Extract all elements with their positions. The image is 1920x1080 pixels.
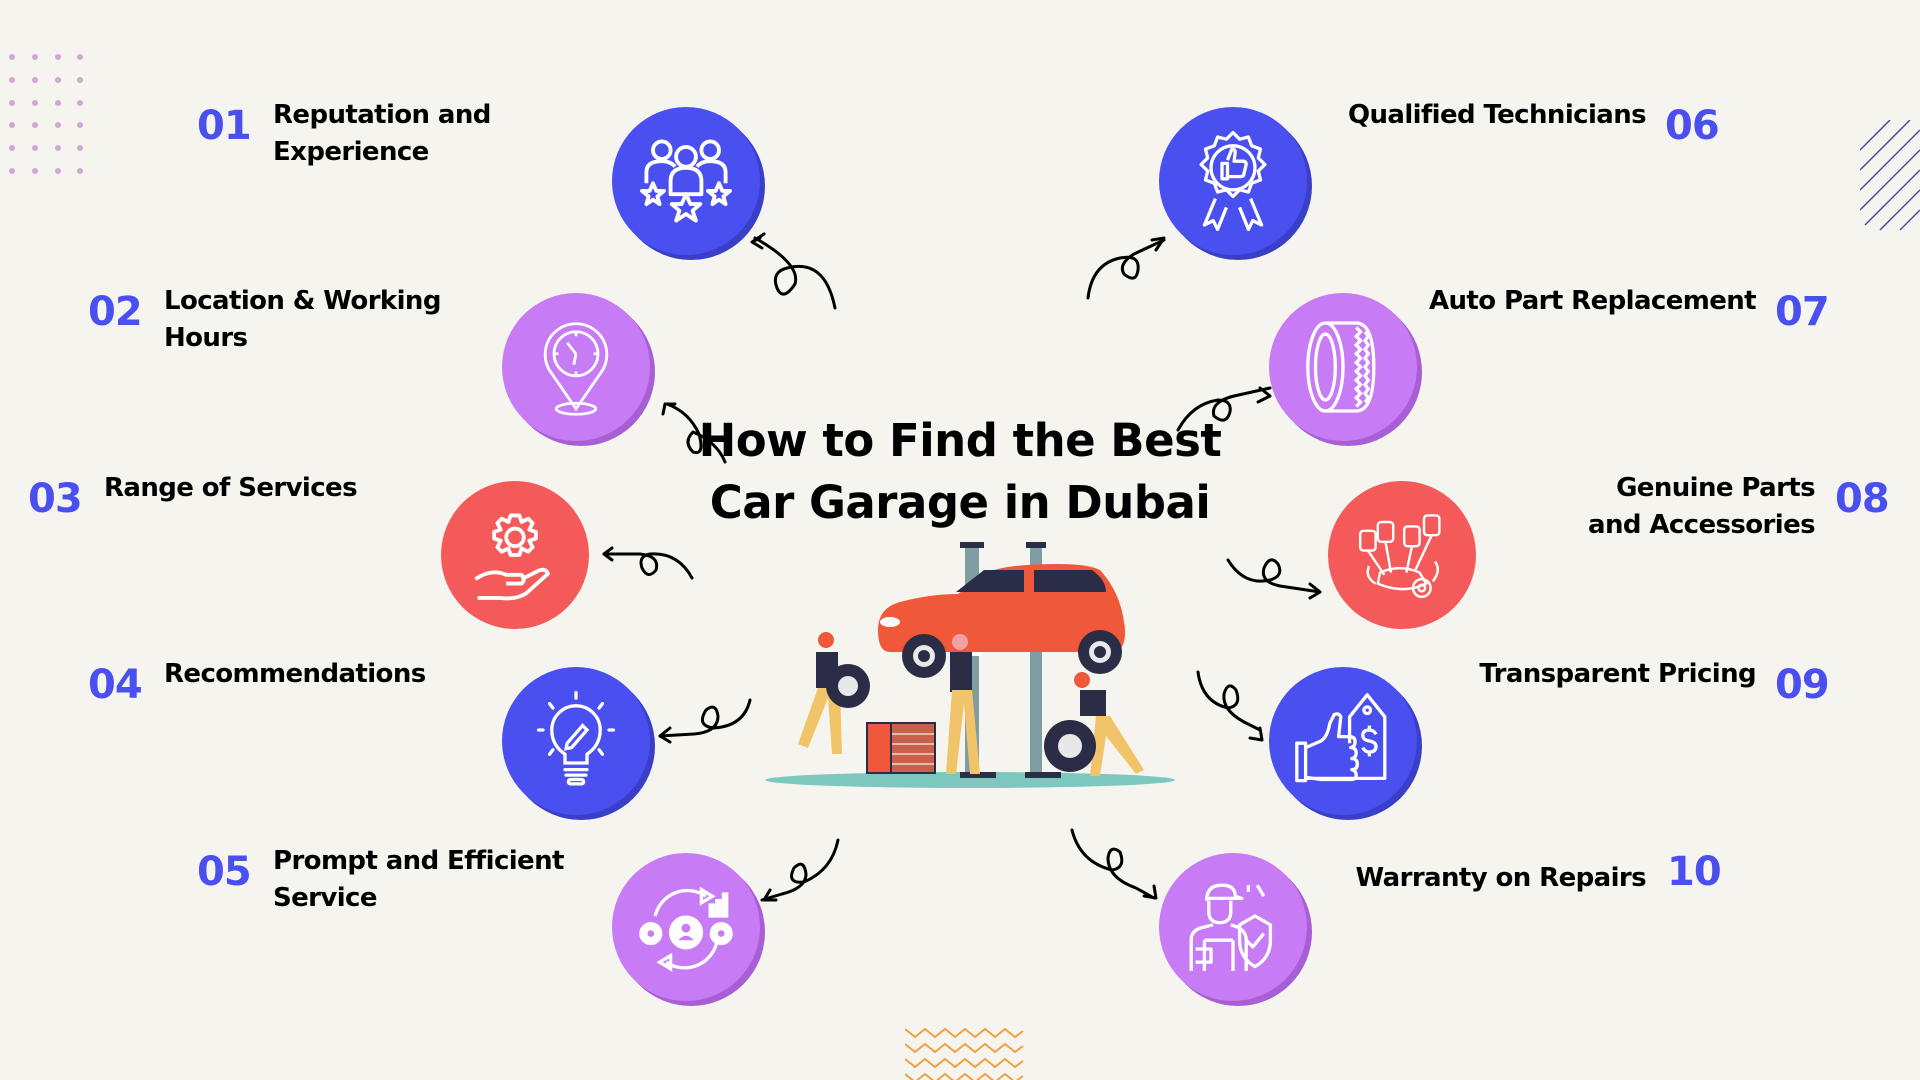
lightbulb-pencil-icon: [536, 690, 616, 786]
mechanic-shield-icon: [1189, 883, 1273, 971]
thumbs-up-price-tag-icon: [1295, 693, 1387, 783]
item-label-04: Recommendations: [164, 659, 426, 689]
stripes-decoration: [1860, 120, 1920, 231]
dot-grid-decoration: [9, 54, 83, 174]
engine-pistons-icon: [1358, 514, 1441, 599]
item-circle-02: [502, 293, 650, 441]
item-circle-08: [1328, 481, 1476, 629]
item-number-09: 09: [1775, 662, 1830, 708]
item-number-06: 06: [1665, 103, 1720, 149]
item-label-06: Qualified Technicians: [1347, 100, 1647, 130]
item-number-07: 07: [1775, 289, 1830, 335]
group-star-rating-icon: [640, 139, 732, 223]
item-number-03: 03: [28, 476, 83, 522]
item-circle-03: [441, 481, 589, 629]
item-circle-04: [502, 667, 650, 815]
location-clock-icon: [543, 322, 609, 416]
item-label-02: Location & Working Hours: [164, 286, 441, 353]
item-label-07: Auto Part Replacement: [1428, 286, 1757, 316]
tire-icon: [1306, 321, 1376, 413]
zigzag-decoration: [905, 1027, 1024, 1080]
page-title: How to Find the Best Car Garage in Dubai: [660, 410, 1260, 534]
item-label-09: Transparent Pricing: [1479, 659, 1756, 689]
item-number-04: 04: [88, 662, 143, 708]
item-number-08: 08: [1835, 476, 1890, 522]
title-line-1: How to Find the Best: [698, 414, 1222, 467]
item-number-02: 02: [88, 289, 143, 335]
item-circle-05: [612, 853, 760, 1001]
item-label-03: Range of Services: [104, 473, 358, 503]
item-circle-06: [1159, 107, 1307, 255]
item-label-01: Reputation and Experience: [273, 100, 491, 167]
item-number-01: 01: [197, 103, 252, 149]
item-number-10: 10: [1667, 849, 1722, 895]
car-lift-mechanics-illustration: [765, 542, 1175, 788]
item-circle-07: [1269, 293, 1417, 441]
title-line-2: Car Garage in Dubai: [709, 476, 1211, 529]
item-number-05: 05: [197, 849, 252, 895]
item-label-10: Warranty on Repairs: [1355, 863, 1647, 893]
item-circle-01: [612, 107, 760, 255]
gears-process-icon: [639, 886, 733, 972]
item-label-05: Prompt and Efficient Service: [273, 846, 564, 913]
gear-hand-icon: [474, 513, 550, 601]
item-label-08: Genuine Parts and Accessories: [1588, 473, 1816, 540]
award-thumbs-up-icon: [1199, 130, 1267, 232]
item-circle-10: [1159, 853, 1307, 1001]
item-circle-09: [1269, 667, 1417, 815]
